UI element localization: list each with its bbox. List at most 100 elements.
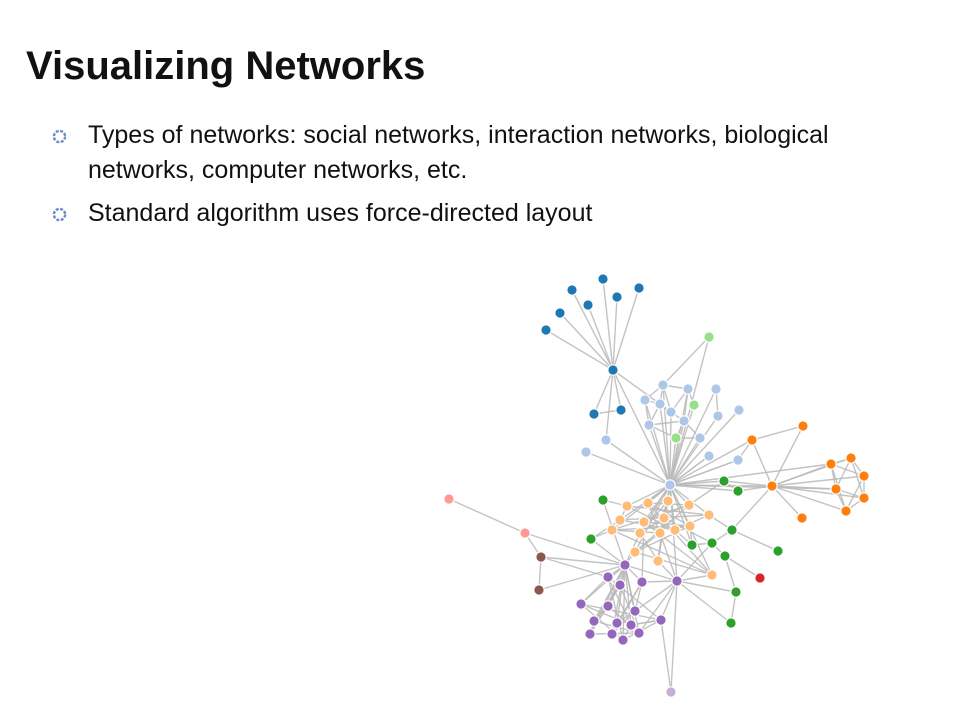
graph-edge (644, 399, 671, 486)
graph-node-blue (540, 324, 552, 336)
graph-node-green (726, 524, 738, 536)
graph-edge (643, 521, 691, 527)
graph-edge (624, 564, 678, 582)
graph-node-green (732, 485, 744, 497)
graph-node-orange (830, 483, 842, 495)
graph-edge (659, 403, 671, 486)
graph-node-orange (858, 492, 870, 504)
graph-edge (830, 463, 865, 477)
graph-edge (607, 576, 624, 641)
graph-edge (580, 603, 662, 621)
graph-node-peach (634, 527, 646, 539)
graph-edge (648, 420, 685, 426)
graph-node-blue (597, 273, 609, 285)
graph-edge (669, 420, 685, 486)
graph-node-purple (602, 571, 614, 583)
graph-edge (622, 564, 626, 641)
graph-edge (641, 580, 678, 583)
graph-node-green (730, 586, 742, 598)
graph-edge (670, 580, 678, 693)
graph-edge (448, 498, 526, 534)
graph-edge (612, 369, 622, 411)
graph-node-blue (566, 284, 578, 296)
graph-node-lightblue (703, 450, 715, 462)
graph-edge (676, 574, 713, 582)
graph-edge (571, 289, 614, 371)
graph-edge (669, 404, 695, 486)
graph-node-green (597, 494, 609, 506)
graph-edge (751, 425, 804, 441)
graph-edge (612, 369, 671, 486)
graph-edge (669, 463, 832, 486)
graph-nodes (443, 273, 870, 698)
graph-node-peach (642, 497, 654, 509)
graph-node-peach (614, 514, 626, 526)
gear-bullet-icon (52, 207, 67, 222)
graph-node-blue (582, 299, 594, 311)
graph-node-lightblue (600, 434, 612, 446)
graph-node-orange (746, 434, 758, 446)
bullet-list: Types of networks: social networks, inte… (52, 118, 932, 239)
bullet-item-force-directed: Standard algorithm uses force-directed l… (52, 196, 932, 231)
graph-edge (724, 555, 737, 593)
graph-edge (538, 564, 626, 591)
graph-node-purple (575, 598, 587, 610)
graph-edge (771, 425, 804, 487)
graph-node-blue (554, 307, 566, 319)
graph-edge (723, 480, 773, 487)
graph-node-blue (611, 291, 623, 303)
graph-edge (676, 580, 732, 624)
graph-edge (662, 336, 710, 386)
graph-edge (669, 439, 753, 486)
graph-edge (611, 529, 713, 576)
graph-node-purple (614, 579, 626, 591)
graph-node-peach (658, 512, 670, 524)
graph-node-green (585, 533, 597, 545)
graph-node-peach (638, 516, 650, 528)
graph-node-lightblue (664, 479, 676, 491)
graph-edge (669, 480, 725, 486)
graph-node-blue (588, 408, 600, 420)
graph-node-lightgreen (688, 399, 700, 411)
graph-node-blue (633, 282, 645, 294)
graph-node-lightgreen (670, 432, 682, 444)
graph-node-purple (611, 617, 623, 629)
graph-edge (580, 603, 632, 626)
graph-node-orange (825, 458, 837, 470)
graph-edge (771, 485, 847, 512)
graph-node-orange (845, 452, 857, 464)
graph-edge (669, 484, 739, 492)
graph-edge (605, 369, 614, 441)
graph-node-blue (615, 404, 627, 416)
bullet-item-network-types: Types of networks: social networks, inte… (52, 118, 932, 188)
graph-edge (540, 556, 626, 566)
graph-edge (659, 532, 678, 582)
gear-bullet-icon (52, 129, 67, 144)
graph-edges (448, 278, 865, 693)
slide-title: Visualizing Networks (26, 44, 426, 88)
graph-edge (850, 457, 865, 499)
graph-node-blue (607, 364, 619, 376)
graph-node-green (772, 545, 784, 557)
graph-edge (669, 388, 717, 486)
graph-node-lightblue (665, 406, 677, 418)
graph-node-purple (588, 615, 600, 627)
graph-edge (524, 532, 626, 566)
graph-node-purple (655, 614, 667, 626)
graph-node-purple (606, 628, 618, 640)
graph-node-purple (619, 559, 631, 571)
graph-edge (688, 480, 725, 506)
graph-edge (751, 439, 773, 487)
graph-edge (669, 459, 739, 486)
graph-node-peach (606, 524, 618, 536)
graph-node-orange (766, 480, 778, 492)
graph-node-lightblue (733, 404, 745, 416)
graph-edge (669, 455, 710, 486)
graph-node-peach (703, 509, 715, 521)
graph-edge (771, 475, 865, 487)
graph-edge (845, 475, 865, 512)
graph-edge (612, 287, 640, 371)
graph-node-lightblue (654, 398, 666, 410)
graph-node-lightblue (657, 379, 669, 391)
